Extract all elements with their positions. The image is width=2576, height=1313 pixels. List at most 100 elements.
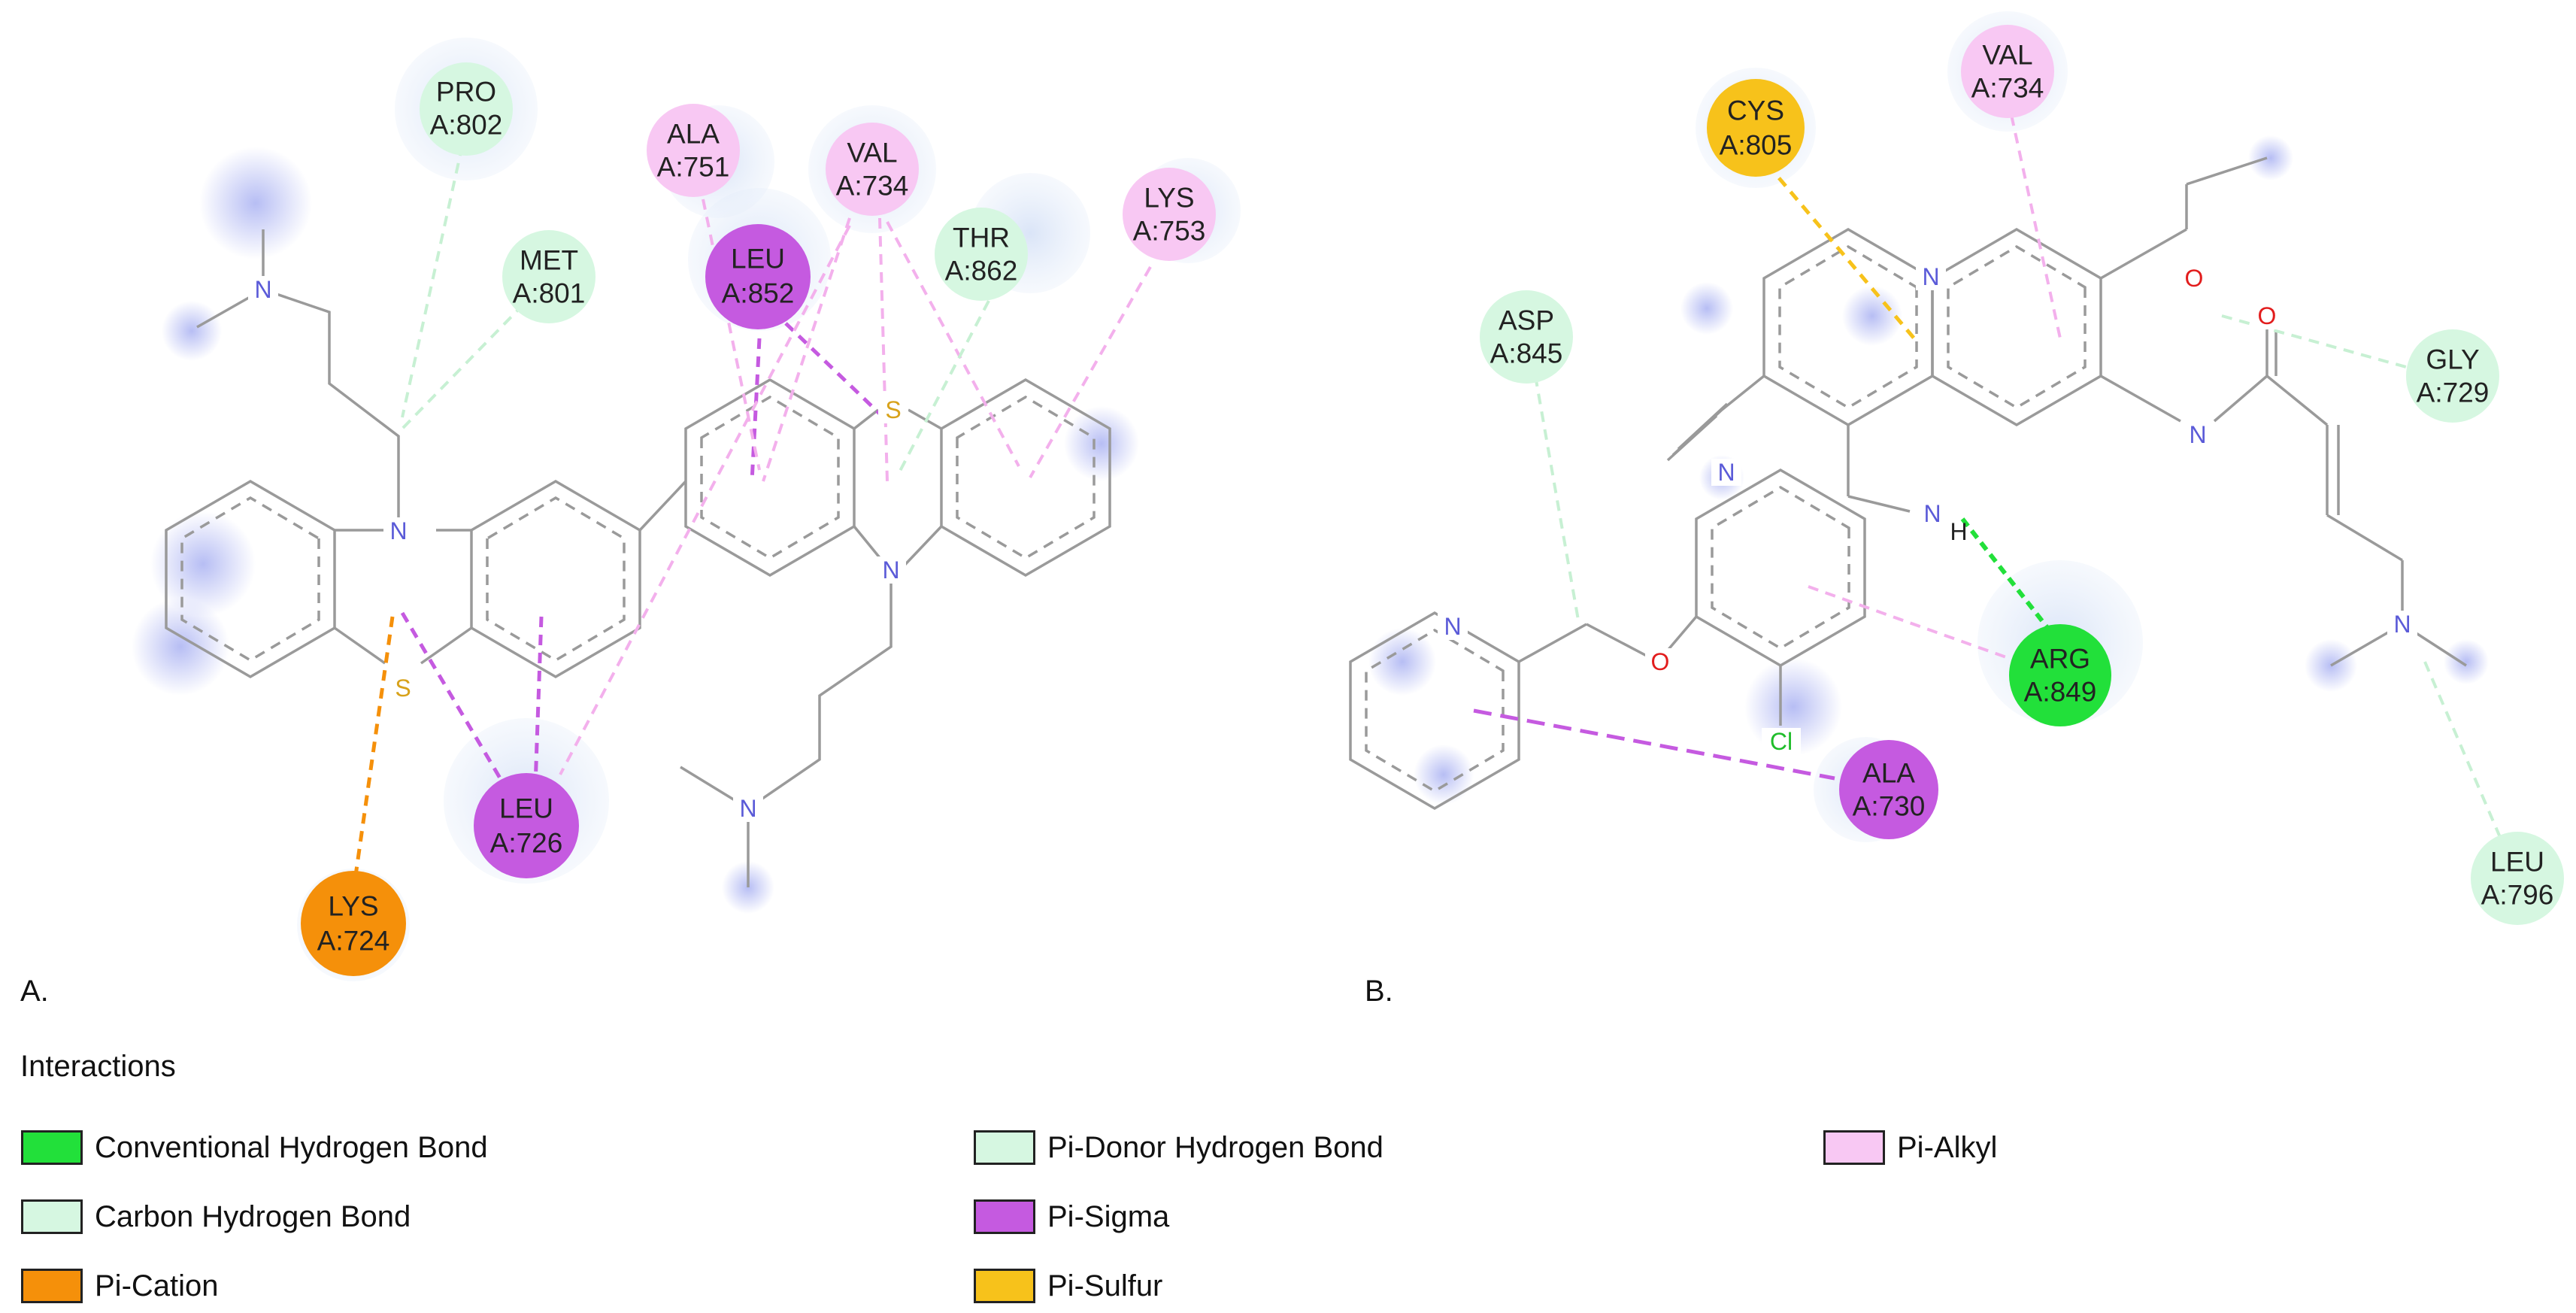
panel-a-diagram: N S S N N N PRO A:802 MET A:801	[132, 38, 1241, 981]
panel-a-atoms: N S S N N N	[248, 276, 908, 822]
residue-lys-724: LYS A:724	[301, 871, 406, 976]
legend-swatch-pi-sulfur	[974, 1269, 1035, 1303]
residue-lys-753: LYS A:753	[1123, 168, 1216, 261]
legend-swatch-carbon-hbond	[21, 1199, 83, 1234]
svg-text:A:852: A:852	[722, 278, 795, 309]
panel-b-bonds	[1349, 156, 2467, 811]
svg-text:LYS: LYS	[328, 891, 378, 922]
svg-text:A:801: A:801	[513, 278, 586, 309]
legend-swatch-pi-alkyl	[1823, 1130, 1885, 1165]
legend-item-conventional-hbond: Conventional Hydrogen Bond	[21, 1127, 488, 1169]
panel-a-bonds	[165, 229, 1111, 887]
residue-asp-845: ASP A:845	[1480, 290, 1573, 384]
atom-n-a1: N	[389, 517, 407, 544]
legend-label-carbon-hbond: Carbon Hydrogen Bond	[95, 1199, 411, 1233]
svg-text:A:796: A:796	[2481, 880, 2554, 911]
svg-text:A:729: A:729	[2417, 378, 2490, 408]
legend-label-pi-cation: Pi-Cation	[95, 1269, 219, 1302]
svg-text:GLY: GLY	[2426, 344, 2479, 375]
svg-text:ALA: ALA	[667, 119, 720, 150]
atom-o-b1: O	[2185, 265, 2204, 292]
svg-text:LYS: LYS	[1144, 183, 1194, 214]
legend-item-pi-donor-hbond: Pi-Donor Hydrogen Bond	[974, 1127, 1383, 1169]
legend-title: Interactions	[20, 1050, 176, 1083]
svg-text:A:726: A:726	[490, 828, 563, 859]
panel-b-diagram: N O O N N N H O Cl N N CYS A:805	[1349, 11, 2564, 925]
svg-text:MET: MET	[520, 245, 578, 276]
panel-a-residues: PRO A:802 MET A:801 ALA A:751 LEU A:852 …	[301, 62, 1216, 976]
residue-ala-730: ALA A:730	[1839, 740, 1938, 839]
legend-label-pi-sulfur: Pi-Sulfur	[1047, 1269, 1163, 1302]
legend-swatch-pi-sigma	[974, 1199, 1035, 1234]
svg-text:A:730: A:730	[1853, 791, 1926, 822]
svg-text:A:849: A:849	[2024, 677, 2097, 708]
residue-leu-726: LEU A:726	[474, 773, 579, 878]
legend-swatch-conventional-hbond	[21, 1130, 83, 1165]
atom-n-b1: N	[1922, 263, 1939, 290]
panel-a-interactions	[351, 127, 1152, 892]
atom-n-b5: N	[1444, 613, 1461, 640]
svg-text:A:862: A:862	[945, 256, 1018, 287]
svg-text:ASP: ASP	[1499, 305, 1554, 336]
svg-text:LEU: LEU	[499, 793, 553, 824]
panel-b-label: B.	[1365, 975, 1393, 1008]
atom-cl-b1: Cl	[1770, 728, 1793, 755]
panel-b-atoms: N O O N N N H O Cl N N	[1438, 263, 2417, 755]
legend-label-pi-donor-hbond: Pi-Donor Hydrogen Bond	[1047, 1130, 1383, 1164]
atom-n-a3: N	[254, 276, 271, 303]
residue-leu-796: LEU A:796	[2471, 832, 2564, 925]
svg-text:VAL: VAL	[847, 138, 897, 168]
residue-gly-729: GLY A:729	[2406, 329, 2499, 423]
residue-pro-802: PRO A:802	[420, 62, 513, 156]
legend-item-carbon-hbond: Carbon Hydrogen Bond	[21, 1196, 411, 1238]
svg-text:LEU: LEU	[2490, 847, 2544, 878]
residue-val-734-b: VAL A:734	[1961, 25, 2054, 118]
legend-label-pi-alkyl: Pi-Alkyl	[1897, 1130, 1998, 1164]
residue-leu-852: LEU A:852	[705, 224, 811, 329]
legend-item-pi-cation: Pi-Cation	[21, 1265, 219, 1307]
legend-item-pi-sigma: Pi-Sigma	[974, 1196, 1169, 1238]
legend-label-conventional-hbond: Conventional Hydrogen Bond	[95, 1130, 488, 1164]
atom-n-a2: N	[882, 556, 899, 584]
svg-text:A:845: A:845	[1490, 338, 1563, 369]
svg-text:LEU: LEU	[731, 244, 785, 274]
svg-text:A:753: A:753	[1133, 216, 1206, 247]
atom-n-b3: N	[1717, 459, 1735, 486]
atom-h-b1: H	[1950, 518, 1967, 545]
svg-text:A:724: A:724	[317, 926, 390, 957]
atom-o-b2: O	[2258, 302, 2277, 329]
svg-text:PRO: PRO	[436, 77, 496, 108]
legend-label-pi-sigma: Pi-Sigma	[1047, 1199, 1170, 1233]
svg-text:CYS: CYS	[1727, 96, 1784, 126]
atom-n-b4: N	[1923, 500, 1941, 527]
legend-swatch-pi-cation	[21, 1269, 83, 1303]
legend-item-pi-sulfur: Pi-Sulfur	[974, 1265, 1162, 1307]
svg-text:ARG: ARG	[2030, 644, 2090, 675]
svg-text:VAL: VAL	[1982, 40, 2032, 71]
atom-n-b2: N	[2189, 421, 2206, 448]
atom-n-b6: N	[2393, 611, 2411, 638]
svg-text:A:751: A:751	[657, 152, 730, 183]
legend-item-pi-alkyl: Pi-Alkyl	[1823, 1127, 1997, 1169]
svg-text:A:802: A:802	[430, 110, 503, 141]
svg-text:THR: THR	[953, 223, 1010, 253]
legend-swatch-pi-donor-hbond	[974, 1130, 1035, 1165]
residue-ala-751: ALA A:751	[647, 104, 740, 197]
svg-text:A:734: A:734	[836, 171, 909, 202]
residue-arg-849: ARG A:849	[2009, 624, 2111, 726]
atom-s-a2: S	[885, 396, 901, 423]
residue-met-801: MET A:801	[502, 230, 596, 323]
panel-b-residues: CYS A:805 VAL A:734 ASP A:845 GLY A:729 …	[1480, 25, 2564, 925]
residue-val-734: VAL A:734	[826, 123, 919, 216]
residue-cys-805: CYS A:805	[1707, 79, 1805, 177]
atom-o-b3: O	[1651, 648, 1670, 675]
atom-n-a4: N	[739, 795, 756, 822]
panel-b-interactions	[1473, 97, 2505, 847]
svg-text:A:734: A:734	[1971, 73, 2044, 104]
panel-a-label: A.	[20, 975, 49, 1008]
svg-text:A:805: A:805	[1720, 130, 1793, 161]
atom-s-a1: S	[395, 675, 411, 702]
residue-thr-862: THR A:862	[935, 208, 1028, 301]
panel-b-halos	[1368, 11, 2489, 842]
